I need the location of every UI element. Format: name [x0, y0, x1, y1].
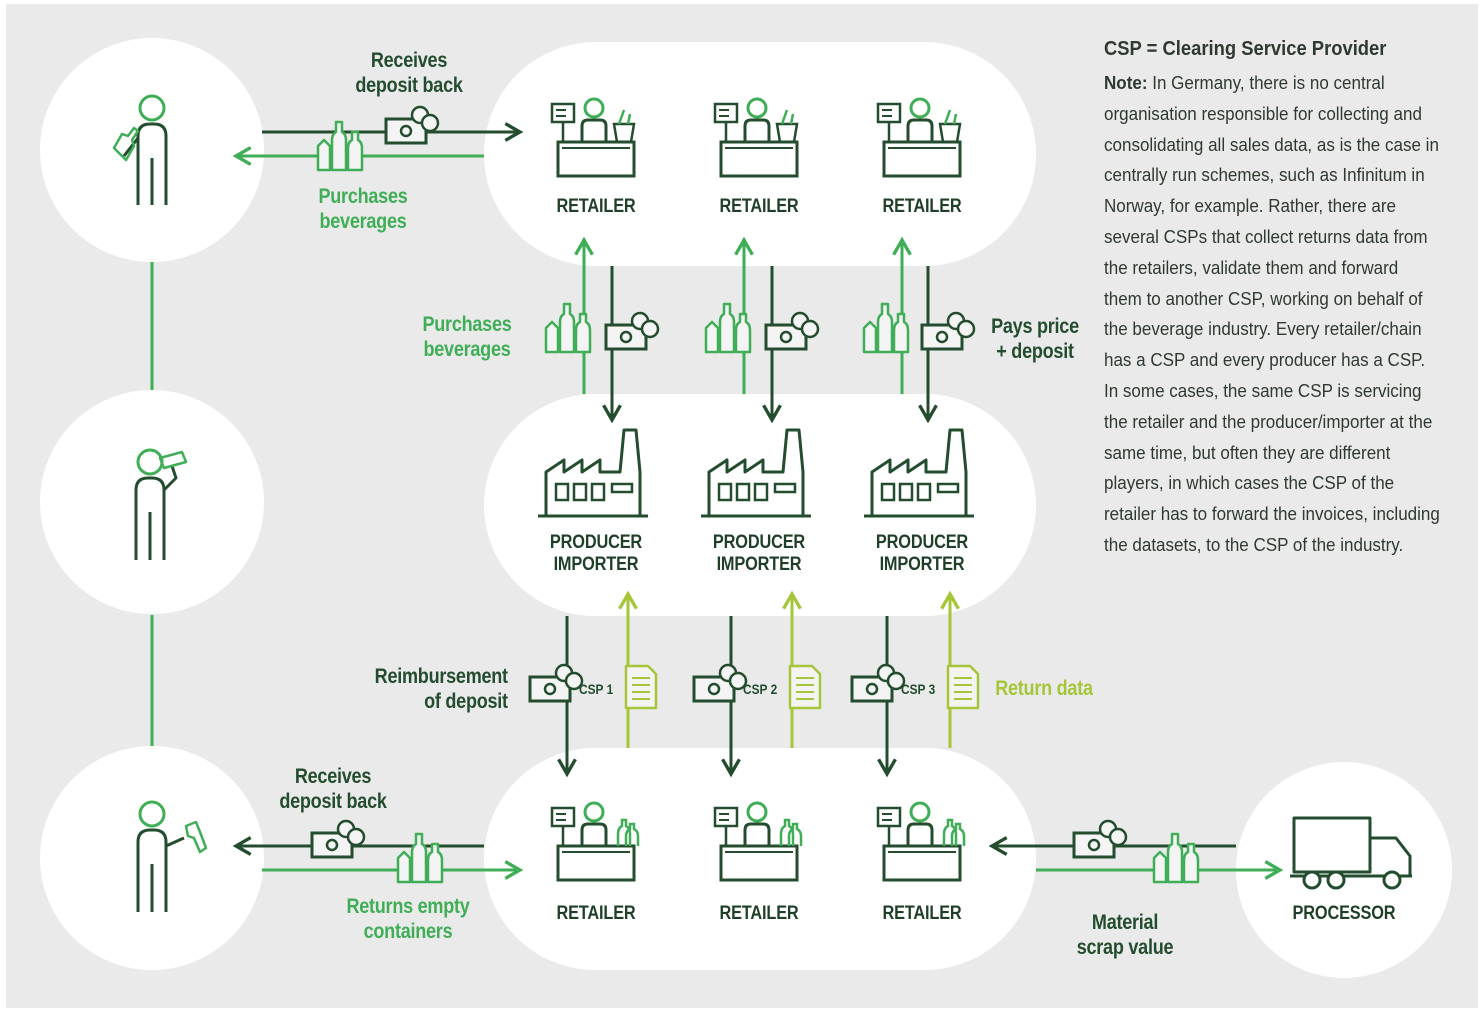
return-data-label: Return data	[995, 677, 1093, 700]
consumer-circle-return	[40, 746, 264, 970]
retailer-label: RETAILER	[556, 903, 636, 924]
retailer-label: RETAILER	[882, 903, 962, 924]
producer-importer-label: PRODUCER IMPORTER	[875, 532, 969, 575]
document-icon	[788, 664, 822, 710]
top-purchases-label: Purchases beverages	[318, 185, 408, 233]
truck-icon	[1290, 816, 1412, 890]
retailer-label: RETAILER	[882, 196, 962, 217]
producers-pill	[484, 394, 1036, 616]
money-icon	[604, 311, 660, 351]
top-receives-deposit-label: Receives deposit back	[355, 49, 463, 97]
money-icon	[310, 819, 366, 859]
bottom-retailers-pill	[484, 748, 1036, 970]
csp-label: CSP 2	[743, 681, 778, 697]
money-icon	[920, 311, 976, 351]
person-holding-bottle-icon	[112, 94, 168, 205]
producer-importer-label: PRODUCER IMPORTER	[712, 532, 806, 575]
note-label: Note:	[1104, 72, 1148, 93]
retailer-label: RETAILER	[719, 196, 799, 217]
processor-label: PROCESSOR	[1292, 903, 1396, 924]
legend-title: CSP = Clearing Service Provider	[1104, 38, 1387, 60]
consumer-circle-drink	[40, 390, 264, 614]
person-returning-bottle-icon	[136, 800, 208, 912]
csp-label: CSP 1	[579, 681, 614, 697]
retailer-label: RETAILER	[719, 903, 799, 924]
legend-note: CSP = Clearing Service Provider Note: In…	[1104, 36, 1441, 561]
retailer-label: RETAILER	[556, 196, 636, 217]
consumer-circle-buy	[40, 38, 264, 262]
money-icon	[528, 663, 584, 703]
returns-empty-label: Returns empty containers	[346, 895, 470, 943]
reimbursement-label: Reimbursement of deposit	[374, 665, 508, 713]
producer-importer-label: PRODUCER IMPORTER	[549, 532, 643, 575]
money-icon	[1072, 819, 1128, 859]
money-icon	[692, 663, 748, 703]
money-icon	[850, 663, 906, 703]
material-scrap-label: Material scrap value	[1076, 911, 1174, 959]
document-icon	[946, 664, 980, 710]
person-drinking-icon	[134, 448, 188, 560]
bottles-icon	[396, 832, 444, 884]
pays-price-label: Pays price + deposit	[991, 315, 1079, 363]
bottles-icon	[316, 120, 364, 172]
bottom-receives-deposit-label: Receives deposit back	[279, 765, 387, 813]
csp-label: CSP 3	[901, 681, 936, 697]
bottles-icon	[1152, 832, 1200, 884]
top-retailers-pill	[484, 42, 1036, 266]
note-paragraph: Note: In Germany, there is no central or…	[1104, 68, 1441, 561]
mid-purchases-label: Purchases beverages	[422, 313, 512, 361]
document-icon	[624, 664, 658, 710]
note-text: In Germany, there is no central organisa…	[1104, 72, 1440, 555]
processor-circle	[1236, 762, 1452, 978]
money-icon	[384, 105, 440, 145]
money-icon	[764, 311, 820, 351]
